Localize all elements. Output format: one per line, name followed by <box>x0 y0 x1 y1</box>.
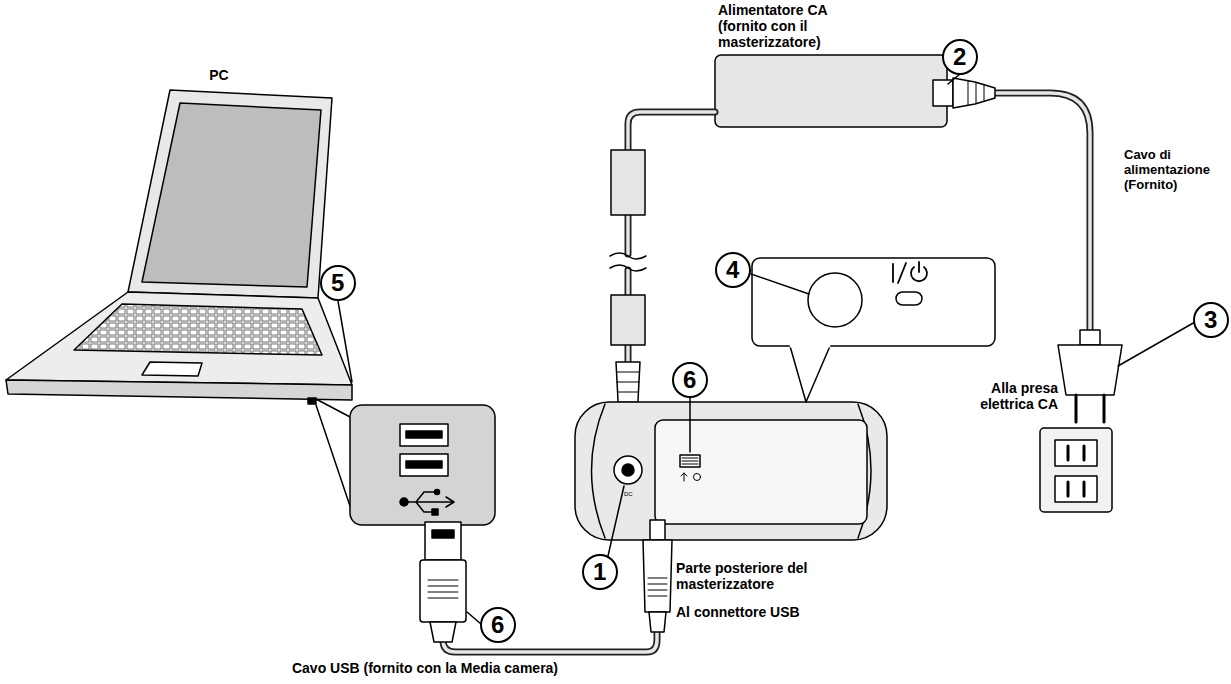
leader-line <box>608 486 624 556</box>
callout-number: 6 <box>491 613 504 637</box>
label-wrap: Cavo di alimentazione (Fornito) <box>1124 148 1228 193</box>
leader-line <box>338 301 352 382</box>
part-label: Al connettore USB <box>676 604 846 620</box>
leader-line <box>948 74 960 84</box>
usb-port-inset <box>316 399 495 525</box>
laptop-pc <box>6 90 352 404</box>
label-wrap: Parte posteriore del masterizzatore <box>676 560 856 592</box>
label-wrap: PC <box>197 67 241 83</box>
part-label: PC <box>197 67 241 83</box>
part-label: Alimentatore CA (fornito con il masteriz… <box>718 2 878 50</box>
label-wrap: DC <box>624 491 633 497</box>
label-wrap: 3 <box>1204 308 1217 332</box>
ac-adapter <box>610 55 947 458</box>
label-wrap: Cavo USB (fornito con la Media camera) <box>250 660 600 676</box>
label-wrap: Al connettore USB <box>676 604 846 620</box>
callout-circle <box>321 266 355 300</box>
label-wrap: 4 <box>726 258 739 282</box>
part-label: Cavo di alimentazione (Fornito) <box>1124 148 1228 193</box>
callout-number: 2 <box>953 45 966 69</box>
leader-line <box>689 398 691 452</box>
callout-number: 6 <box>683 368 696 392</box>
jack-marking: DC <box>624 491 633 497</box>
label-wrap: Alla presa elettrica CA <box>952 380 1058 412</box>
label-wrap: 5 <box>331 271 344 295</box>
callout-number: 1 <box>593 560 606 584</box>
callout-number: 5 <box>331 271 344 295</box>
leader-line <box>467 612 481 624</box>
label-wrap: 2 <box>953 45 966 69</box>
label-wrap: 6 <box>683 368 696 392</box>
usb-cable <box>420 486 672 652</box>
burner-device <box>575 363 887 540</box>
part-label: Alla presa elettrica CA <box>952 380 1058 412</box>
part-label: Parte posteriore del masterizzatore <box>676 560 856 592</box>
caption-label: Cavo USB (fornito con la Media camera) <box>250 660 600 676</box>
callout-number: 4 <box>726 258 739 282</box>
callout-number: 3 <box>1204 308 1217 332</box>
leader-line <box>1118 322 1195 366</box>
power-button-inset <box>716 253 995 402</box>
label-wrap: 6 <box>491 613 504 637</box>
label-wrap: Alimentatore CA (fornito con il masteriz… <box>718 2 878 50</box>
label-wrap: 1 <box>593 560 606 584</box>
